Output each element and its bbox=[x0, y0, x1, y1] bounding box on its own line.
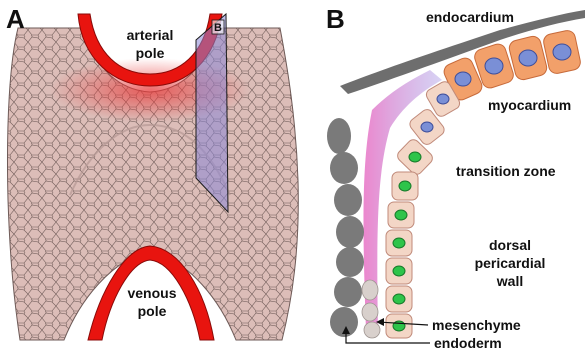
endoderm-layer bbox=[327, 118, 364, 337]
dorsal-pericardial-wall-label-line3: wall bbox=[496, 273, 523, 289]
venous-pole-label-line2: pole bbox=[138, 303, 167, 319]
mesenchyme-label: mesenchyme bbox=[432, 317, 521, 333]
transition-zone-label: transition zone bbox=[456, 163, 556, 179]
myocardium-label: myocardium bbox=[488, 97, 571, 113]
section-plane bbox=[196, 14, 228, 212]
dorsal-pericardial-wall-label-line2: pericardial bbox=[475, 255, 546, 271]
venous-pole-label-line1: venous bbox=[127, 285, 176, 301]
section-plane-label: B bbox=[214, 22, 222, 34]
arterial-pole-label-line2: pole bbox=[136, 45, 165, 61]
transition-cells bbox=[386, 80, 462, 338]
mesenchyme-cells bbox=[362, 280, 380, 338]
panel-a-letter: A bbox=[6, 4, 25, 34]
myocardium-cells bbox=[442, 29, 582, 102]
panel-b: B bbox=[326, 4, 585, 351]
endoderm-label: endoderm bbox=[434, 335, 502, 351]
panel-b-letter: B bbox=[326, 4, 345, 34]
dorsal-pericardial-wall-label-line1: dorsal bbox=[489, 237, 531, 253]
endocardium-label: endocardium bbox=[426, 9, 514, 25]
arterial-pole-label-line1: arterial bbox=[127, 27, 174, 43]
panel-a: B A arterial pole venous pole bbox=[6, 4, 298, 340]
